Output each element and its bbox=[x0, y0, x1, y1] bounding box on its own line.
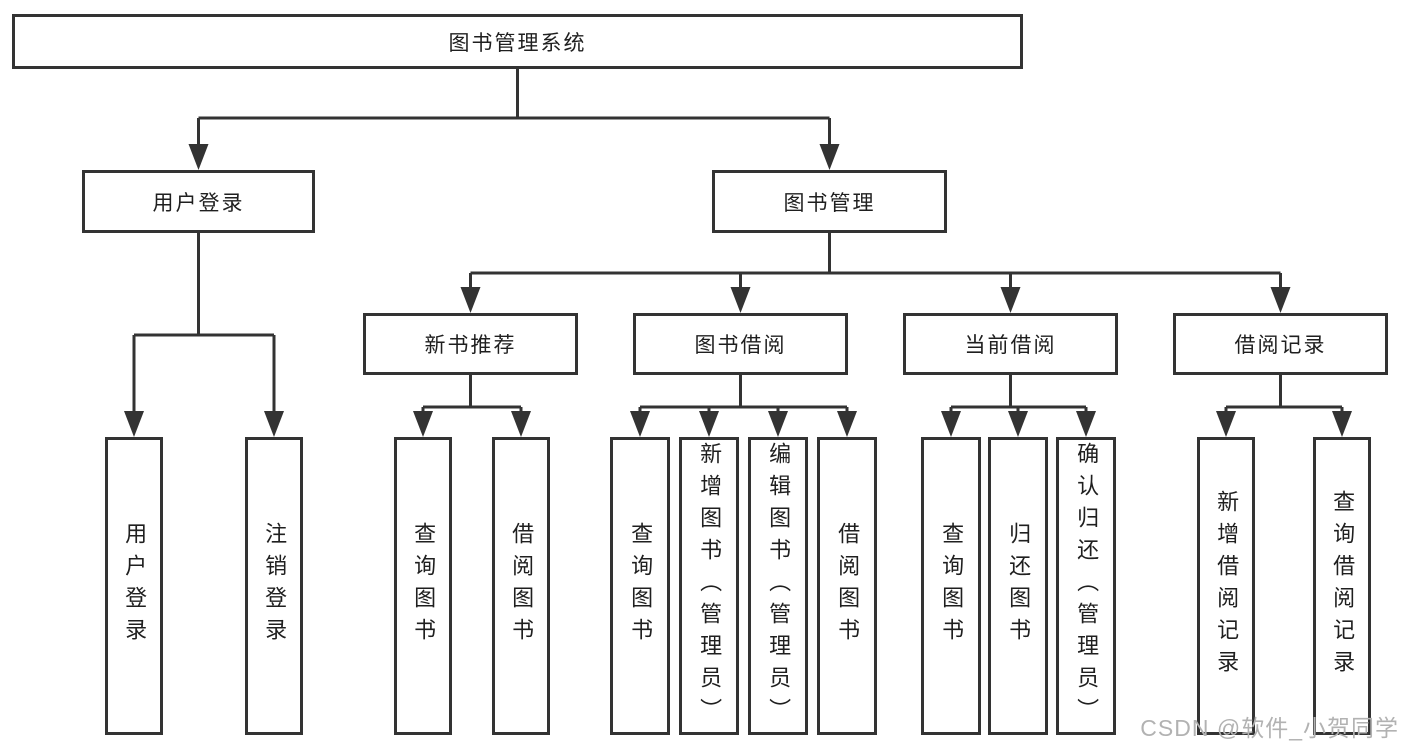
leaf-confirm-return-admin-label: 确认归还（管理员） bbox=[1074, 442, 1100, 730]
node-new-book-recommend-label: 新书推荐 bbox=[424, 334, 517, 357]
connector-borrow-record-leaves bbox=[1224, 375, 1344, 413]
node-current-borrowing-label: 当前借阅 bbox=[964, 334, 1057, 357]
node-book-management-label: 图书管理 bbox=[783, 191, 876, 215]
node-book-borrowing-label: 图书借阅 bbox=[694, 334, 787, 357]
leaf-return-book: 归还图书 bbox=[988, 437, 1048, 735]
node-book-management: 图书管理 bbox=[712, 170, 947, 233]
arrowheads-leaves bbox=[413, 411, 1352, 437]
connector-current-borrow-leaves bbox=[949, 375, 1088, 413]
node-system-root: 图书管理系统 bbox=[12, 14, 1023, 69]
leaf-borrow-book-recommend-label: 借阅图书 bbox=[509, 522, 535, 650]
leaf-query-book-current: 查询图书 bbox=[921, 437, 981, 735]
leaf-edit-book-admin-label: 编辑图书（管理员） bbox=[766, 442, 792, 730]
leaf-borrow-book-recommend: 借阅图书 bbox=[492, 437, 550, 735]
leaf-logout: 注销登录 bbox=[245, 437, 303, 735]
leaf-query-book-current-label: 查询图书 bbox=[939, 522, 965, 650]
leaf-query-borrow-record: 查询借阅记录 bbox=[1313, 437, 1371, 735]
leaf-borrow-book: 借阅图书 bbox=[817, 437, 877, 735]
leaf-user-login-label: 用户登录 bbox=[122, 522, 148, 650]
node-borrow-records: 借阅记录 bbox=[1173, 313, 1388, 375]
node-user-login-label: 用户登录 bbox=[152, 191, 245, 215]
leaf-add-book-admin: 新增图书（管理员） bbox=[679, 437, 739, 735]
leaf-add-borrow-record-label: 新增借阅记录 bbox=[1214, 490, 1240, 682]
leaf-query-book-borrowing: 查询图书 bbox=[610, 437, 670, 735]
leaf-confirm-return-admin: 确认归还（管理员） bbox=[1056, 437, 1116, 735]
connector-new-book-leaves bbox=[421, 375, 523, 413]
connector-user-login-children bbox=[132, 233, 276, 413]
leaf-return-book-label: 归还图书 bbox=[1006, 522, 1032, 650]
leaf-query-book-recommend-label: 查询图书 bbox=[411, 522, 437, 650]
leaf-user-login: 用户登录 bbox=[105, 437, 163, 735]
connector-book-borrow-leaves bbox=[638, 375, 849, 413]
leaf-query-borrow-record-label: 查询借阅记录 bbox=[1330, 490, 1356, 682]
leaf-query-book-recommend: 查询图书 bbox=[394, 437, 452, 735]
leaf-borrow-book-label: 借阅图书 bbox=[835, 522, 861, 650]
node-current-borrowing: 当前借阅 bbox=[903, 313, 1118, 375]
node-book-borrowing: 图书借阅 bbox=[633, 313, 848, 375]
arrowheads-level2 bbox=[188, 144, 840, 170]
arrowheads-sections bbox=[460, 287, 1291, 313]
connector-root-to-level2 bbox=[197, 69, 831, 146]
node-system-root-label: 图书管理系统 bbox=[448, 31, 587, 55]
leaf-add-borrow-record: 新增借阅记录 bbox=[1197, 437, 1255, 735]
csdn-watermark: CSDN @软件_小贺同学 bbox=[1140, 715, 1399, 741]
leaf-edit-book-admin: 编辑图书（管理员） bbox=[748, 437, 808, 735]
leaf-logout-label: 注销登录 bbox=[262, 522, 288, 650]
arrowheads-user-login-children bbox=[124, 411, 284, 437]
leaf-query-book-borrowing-label: 查询图书 bbox=[628, 522, 654, 650]
node-borrow-records-label: 借阅记录 bbox=[1234, 334, 1327, 357]
connector-book-mgmt-sections bbox=[469, 233, 1282, 289]
leaf-add-book-admin-label: 新增图书（管理员） bbox=[697, 442, 723, 730]
node-new-book-recommend: 新书推荐 bbox=[363, 313, 578, 375]
node-user-login: 用户登录 bbox=[82, 170, 315, 233]
